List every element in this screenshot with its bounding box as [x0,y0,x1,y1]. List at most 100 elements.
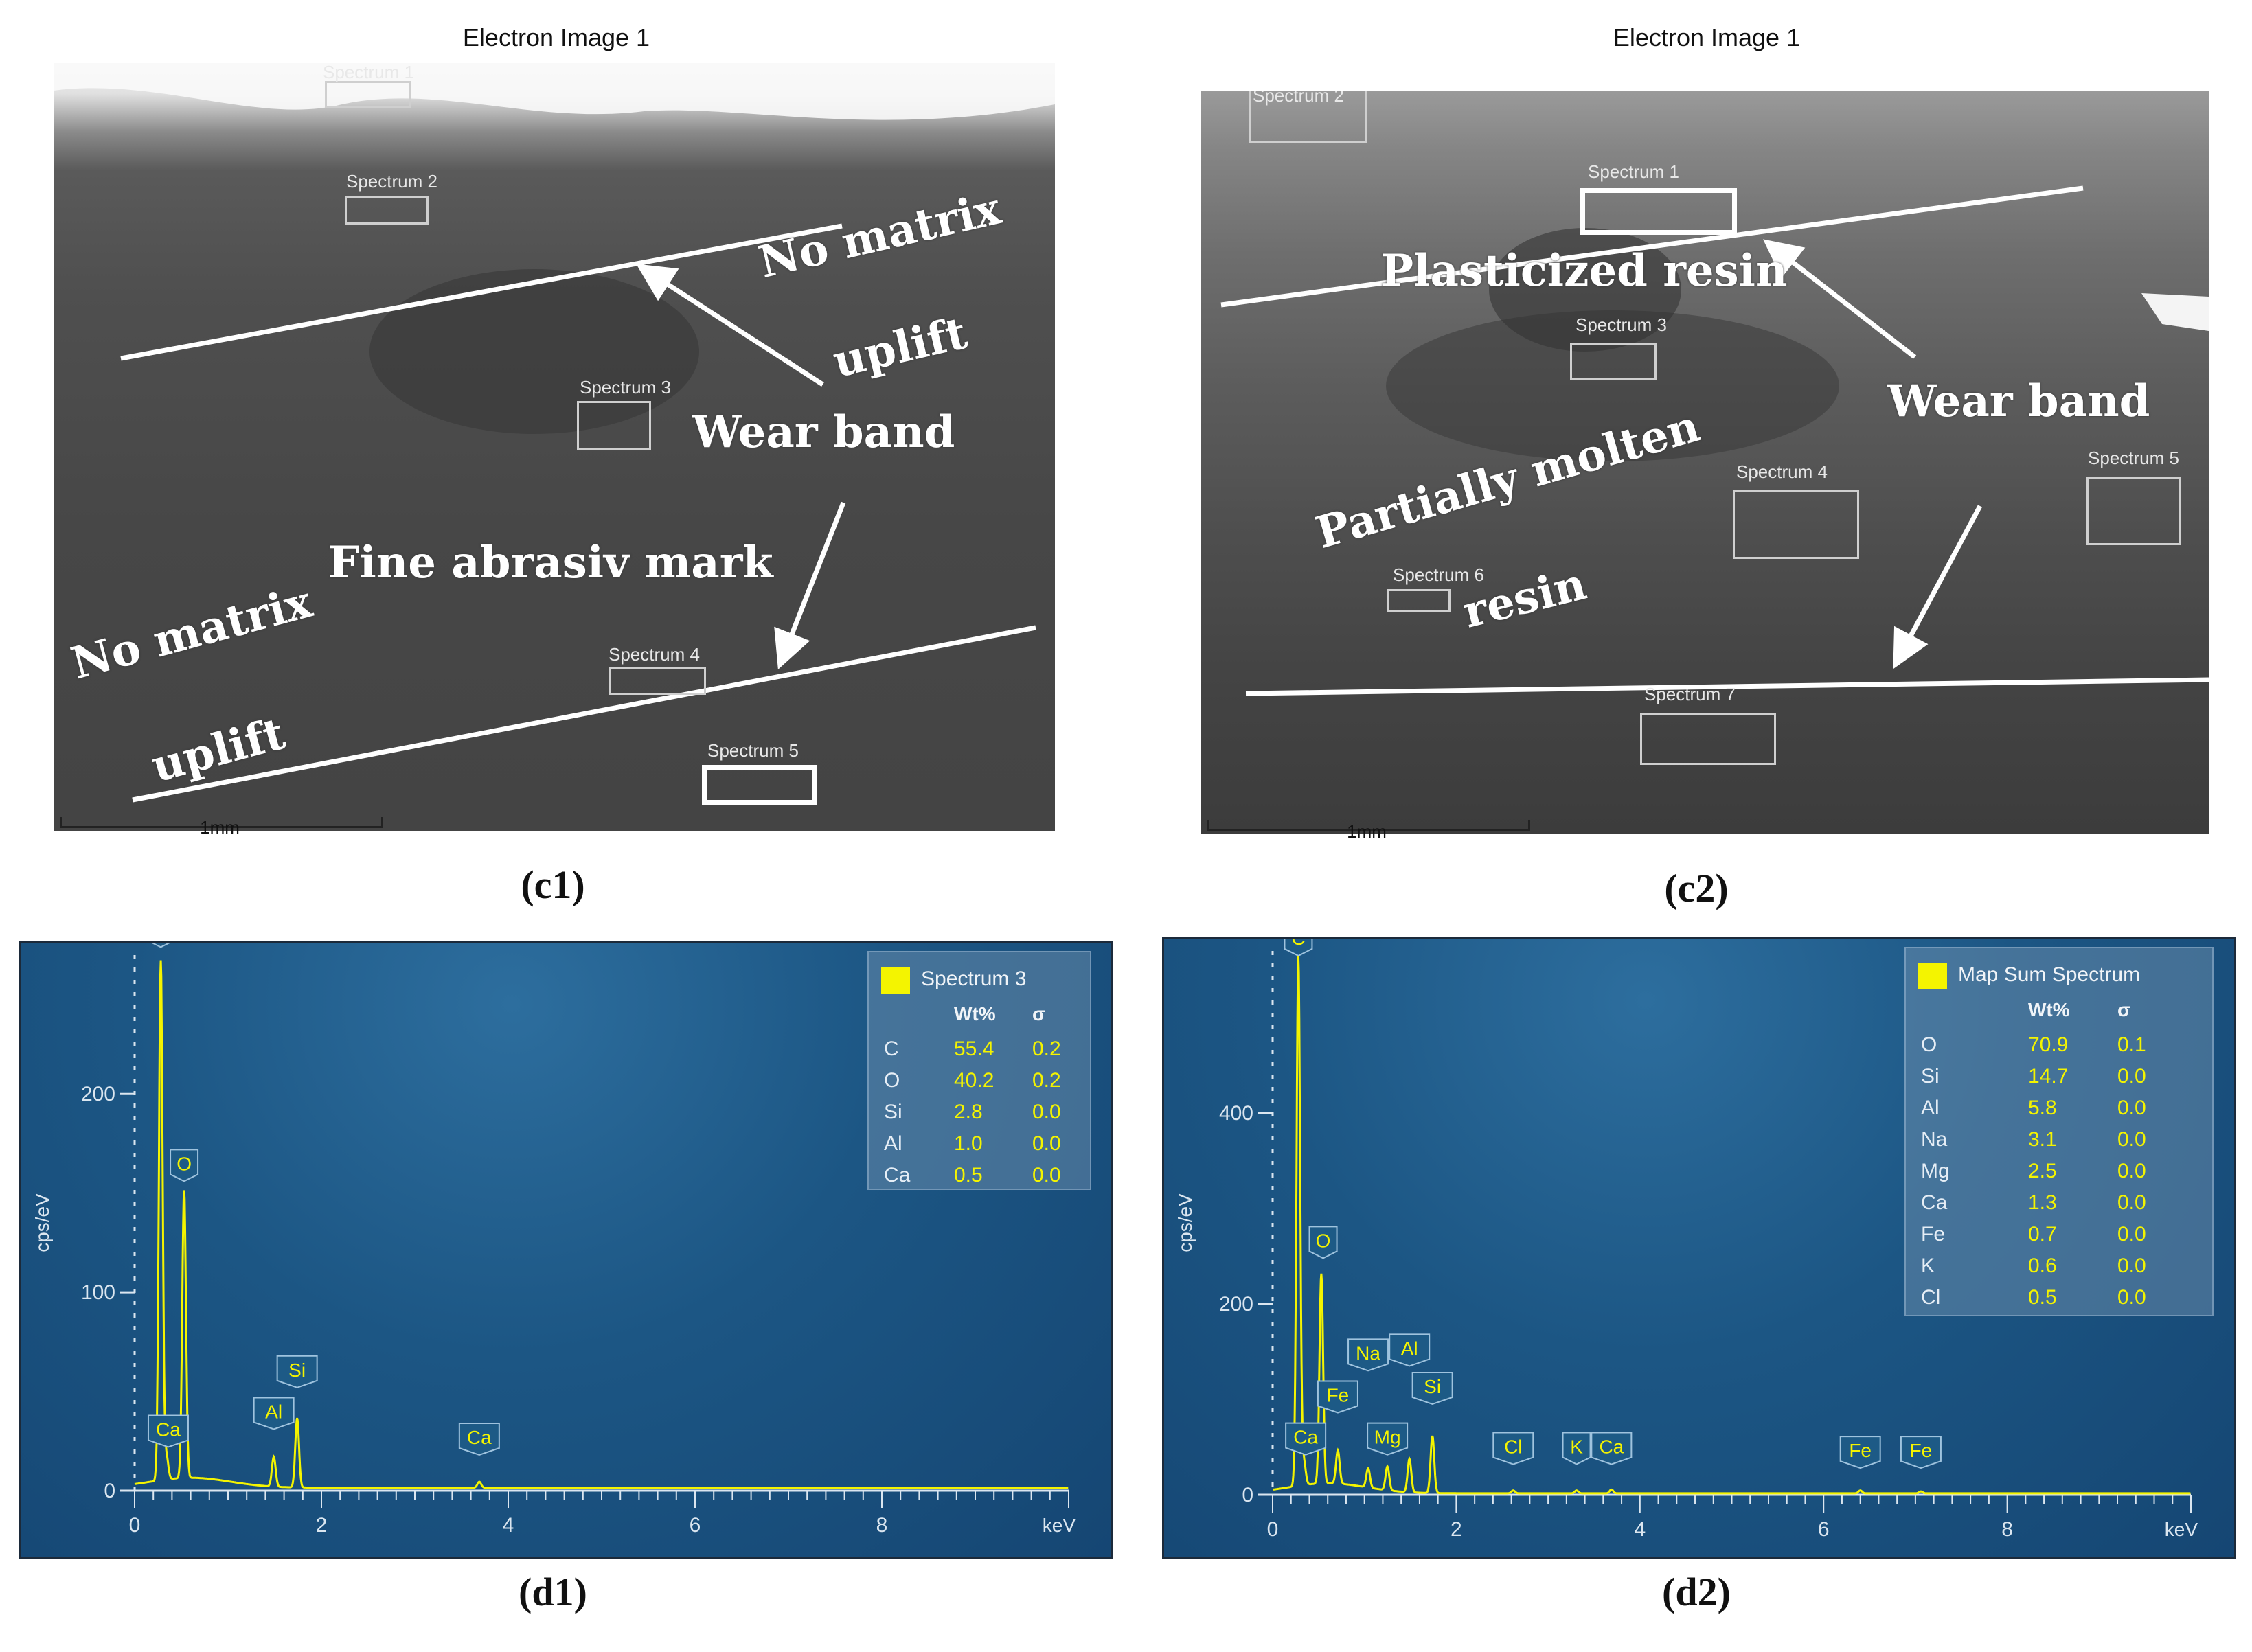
band-line [1220,185,2084,308]
x-tick-label: 0 [1267,1518,1279,1541]
legend-name: Map Sum Spectrum [1958,963,2141,986]
spectrum-box [702,765,817,805]
eds-chart-d2: 02468keV0200400cps/eVCOCaFeNaMgAlSiClKCa… [1162,937,2236,1559]
y-tick-label: 200 [1219,1293,1253,1316]
arrow [1893,505,1983,669]
panel-caption: (d2) [1662,1570,1731,1614]
sem-title: Electron Image 1 [462,23,650,51]
spectrum-label: Spectrum 1 [323,63,414,82]
sem-image: Spectrum 2 Spectrum 1 Spectrum 3 Spectru… [1201,91,2209,834]
spectrum-box [1249,91,1367,143]
legend-sigma: 0.0 [2117,1223,2146,1246]
legend-swatch [1918,963,1947,989]
x-tick-label: 6 [690,1514,701,1537]
x-tick-label: 0 [129,1514,141,1537]
y-tick-label: 100 [81,1281,115,1304]
band-line [132,625,1036,803]
peak-label: Ca [458,1423,500,1456]
legend-element: Si [1921,1065,1940,1088]
legend-swatch [881,967,910,994]
spectrum-label: Spectrum 4 [609,644,700,665]
x-tick-label: 8 [2001,1518,2013,1541]
eds-plot: 02468keV0200400cps/eVCOCaFeNaMgAlSiClKCa… [1174,939,2198,1541]
spectrum-label: Spectrum 6 [1393,564,1484,585]
peak-label: C [150,943,172,948]
legend-element: Mg [1921,1160,1950,1182]
legend-element: C [884,1037,899,1060]
y-tick-label: 0 [104,1480,115,1502]
legend-header: Wt% [954,1003,996,1024]
legend-wt: 0.6 [2028,1254,2057,1277]
y-tick-label: 200 [81,1083,115,1105]
svg-text:Fe: Fe [1849,1440,1872,1461]
arrow [636,264,824,387]
legend-sigma: 0.0 [2117,1254,2146,1277]
legend-sigma: 0.0 [1032,1101,1061,1123]
spectrum-label: Spectrum 2 [1253,91,1344,106]
svg-text:Al: Al [1401,1338,1418,1359]
sem-panel-c1: Electron Image 1 Spectrum 1 Spectrum 2 S… [41,21,1058,913]
legend-name: Spectrum 3 [921,967,1027,990]
arrow [1762,239,1917,359]
spectrum-line [134,960,1069,1489]
svg-text:K: K [1570,1436,1583,1458]
legend-wt: 0.5 [954,1164,983,1186]
spectrum-label: Spectrum 3 [1576,314,1667,335]
spectrum-box [609,667,706,695]
peak-label: Ca [147,1414,189,1448]
peak-label: C [1284,939,1313,957]
legend-wt: 1.3 [2028,1191,2057,1214]
peak-label: Na [1347,1338,1389,1372]
legend-sigma: 0.0 [2117,1191,2146,1214]
scale-bar [60,817,383,828]
y-tick-label: 0 [1242,1484,1253,1506]
x-tick-label: 6 [1818,1518,1830,1541]
legend-sigma: 0.2 [1032,1069,1061,1092]
svg-text:Cl: Cl [1504,1436,1522,1458]
x-tick-label: 2 [1451,1518,1462,1541]
legend-sigma: 0.0 [1032,1164,1061,1186]
peak-label: O [170,1149,199,1182]
scale-label: 1mm [200,817,240,838]
legend-sigma: 0.1 [2117,1033,2146,1056]
legend-wt: 70.9 [2028,1033,2069,1056]
peak-label: Al [253,1397,295,1430]
legend-wt: 40.2 [954,1069,994,1092]
panel-caption: (c2) [1664,866,1729,910]
spectrum-label: Spectrum 5 [2088,448,2179,468]
x-axis-label: keV [1043,1515,1076,1536]
svg-text:Ca: Ca [1293,1427,1318,1448]
spectrum-box [1580,188,1737,235]
annotation: Wear band [692,406,955,458]
svg-text:Mg: Mg [1374,1427,1401,1448]
peak-label: Si [276,1355,318,1388]
sem-overlay [54,63,1055,803]
svg-text:Al: Al [265,1401,282,1422]
sem-image: Spectrum 1 Spectrum 2 Spectrum 3 Spectru… [54,63,1055,831]
y-axis-label: cps/eV [32,1193,53,1252]
svg-text:Si: Si [288,1360,306,1381]
spectrum-box [325,81,411,108]
legend-wt: 0.7 [2028,1223,2057,1246]
peak-label: Fe [1900,1436,1942,1469]
spectrum-label: Spectrum 7 [1644,684,1736,704]
legend-wt: 0.5 [2028,1286,2057,1309]
spectrum-label: Spectrum 4 [1736,461,1828,482]
spectrum-box [577,401,651,450]
x-tick-label: 8 [876,1514,888,1537]
spectrum-label: Spectrum 2 [346,171,437,192]
legend-wt: 2.5 [2028,1160,2057,1182]
legend-wt: 55.4 [954,1037,994,1060]
peak-label: K [1562,1432,1591,1465]
